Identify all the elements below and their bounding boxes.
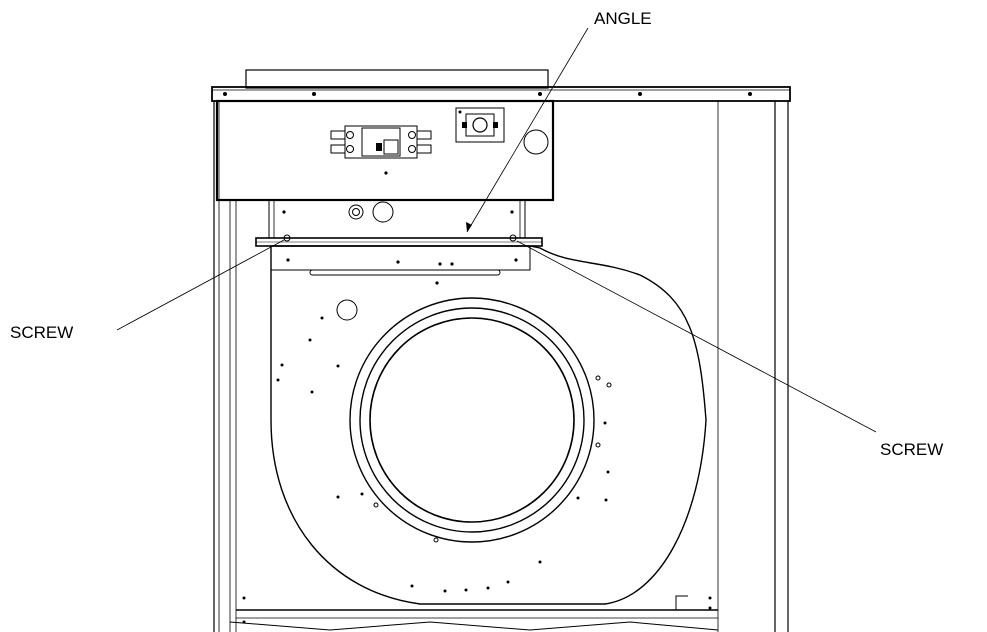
contactor (330, 125, 432, 175)
screw-right-leader (516, 240, 877, 433)
leader-lines (116, 27, 877, 433)
mounting-panel (268, 199, 526, 239)
blower-housing (270, 245, 707, 605)
angle-leader (466, 27, 589, 233)
knockout-hole (523, 129, 549, 155)
screw-right-label: SCREW (880, 440, 943, 459)
angle-leader-arrow (466, 222, 472, 232)
cabinet-side-walls (213, 101, 789, 632)
angle-bracket (255, 234, 543, 247)
screw-left-label: SCREW (10, 323, 73, 342)
angle-label: ANGLE (594, 9, 652, 28)
top-cover-plate (211, 69, 791, 102)
relay (455, 107, 505, 143)
bottom-frame (229, 595, 719, 631)
control-box (215, 99, 555, 202)
screw-left-leader (116, 239, 285, 331)
